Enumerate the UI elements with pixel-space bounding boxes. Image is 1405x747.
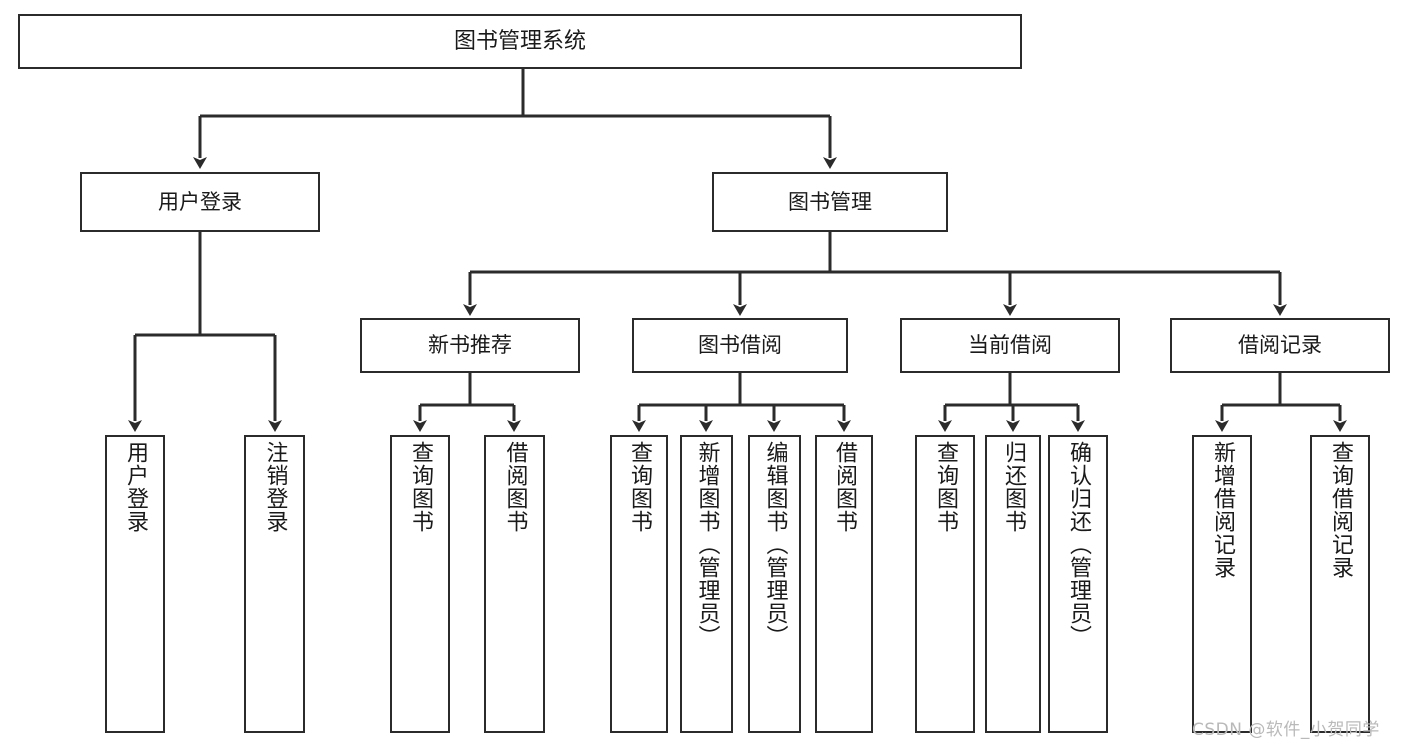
leaf-user-login[interactable]: 用户登录 — [105, 435, 165, 733]
csdn-watermark: CSDN @软件_小贺同学 — [1192, 720, 1380, 740]
leaf-add-borrow-record[interactable]: 新增借阅记录 — [1192, 435, 1252, 733]
leaf-borrow-book[interactable]: 借阅图书 — [815, 435, 873, 733]
edges-book-borrow — [632, 373, 851, 432]
node-label: 借阅记录 — [1238, 333, 1322, 358]
leaf-query-book-current[interactable]: 查询图书 — [915, 435, 975, 733]
node-label: 新增图书（管理员） — [694, 441, 720, 648]
node-label: 图书管理系统 — [453, 28, 586, 54]
edges-root — [193, 69, 837, 169]
edges-current-borrow — [938, 373, 1085, 432]
node-new-book-recommend[interactable]: 新书推荐 — [360, 318, 580, 373]
edges-book-manage — [463, 232, 1287, 316]
node-label: 借阅图书 — [832, 441, 857, 533]
node-label: 注销登录 — [262, 441, 288, 533]
leaf-borrow-book-new[interactable]: 借阅图书 — [484, 435, 545, 733]
node-user-login[interactable]: 用户登录 — [80, 172, 320, 232]
node-label: 图书管理 — [788, 189, 872, 214]
edges-borrow-record — [1215, 373, 1347, 432]
node-root-system[interactable]: 图书管理系统 — [18, 14, 1022, 69]
leaf-logout[interactable]: 注销登录 — [244, 435, 305, 733]
leaf-confirm-return-admin[interactable]: 确认归还（管理员） — [1048, 435, 1108, 733]
node-label: 当前借阅 — [968, 333, 1052, 358]
edges-new-book — [413, 373, 521, 432]
leaf-return-book[interactable]: 归还图书 — [985, 435, 1041, 733]
node-label: 用户登录 — [158, 189, 242, 214]
node-label: 查询图书 — [408, 441, 433, 533]
leaf-query-book-new[interactable]: 查询图书 — [390, 435, 450, 733]
node-label: 图书借阅 — [698, 333, 782, 358]
node-label: 编辑图书（管理员） — [762, 441, 788, 648]
node-label: 查询图书 — [933, 441, 958, 533]
node-borrow-record[interactable]: 借阅记录 — [1170, 318, 1390, 373]
leaf-edit-book-admin[interactable]: 编辑图书（管理员） — [748, 435, 801, 733]
node-label: 查询图书 — [627, 441, 652, 533]
node-label: 查询借阅记录 — [1328, 441, 1353, 579]
node-label: 确认归还（管理员） — [1066, 441, 1091, 648]
node-label: 新增借阅记录 — [1210, 441, 1235, 579]
node-current-borrow[interactable]: 当前借阅 — [900, 318, 1120, 373]
leaf-query-book-borrow[interactable]: 查询图书 — [610, 435, 668, 733]
node-book-management[interactable]: 图书管理 — [712, 172, 948, 232]
node-label: 用户登录 — [123, 441, 148, 533]
edges-user-login — [128, 232, 282, 432]
node-label: 归还图书 — [1001, 441, 1026, 533]
node-book-borrow[interactable]: 图书借阅 — [632, 318, 848, 373]
node-label: 借阅图书 — [502, 441, 528, 533]
leaf-query-borrow-record[interactable]: 查询借阅记录 — [1310, 435, 1370, 733]
leaf-add-book-admin[interactable]: 新增图书（管理员） — [680, 435, 733, 733]
node-label: 新书推荐 — [428, 333, 512, 358]
